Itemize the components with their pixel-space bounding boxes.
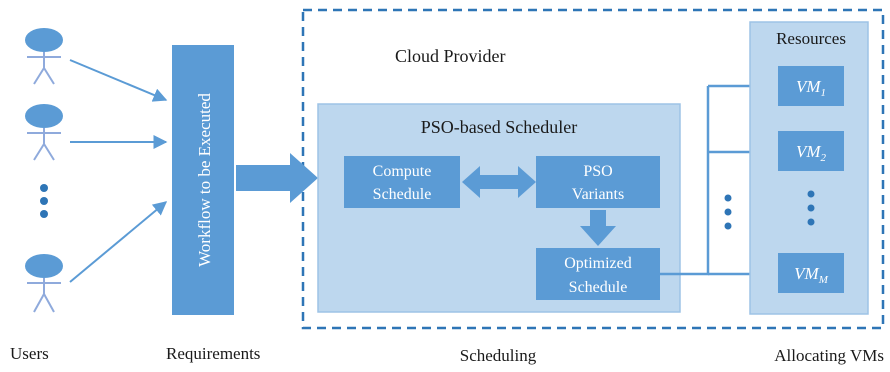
compute-schedule-line2: Schedule bbox=[373, 186, 432, 203]
workflow-to-scheduler-arrow bbox=[236, 153, 318, 203]
users-ellipsis-icon bbox=[40, 184, 48, 218]
user-head-icon bbox=[25, 254, 63, 278]
vmm-box bbox=[778, 253, 844, 293]
user-figure-1 bbox=[25, 28, 63, 85]
caption-users: Users bbox=[10, 344, 49, 363]
user-arrow-3 bbox=[69, 201, 168, 283]
user-figure-2 bbox=[25, 104, 63, 161]
optimized-schedule-box bbox=[536, 248, 660, 300]
pso-variants-line1: PSO bbox=[583, 163, 612, 180]
pso-to-optimized-arrow bbox=[580, 210, 616, 246]
vm2-box bbox=[778, 131, 844, 171]
optimized-schedule-line1: Optimized bbox=[564, 255, 632, 272]
user-head-icon bbox=[25, 28, 63, 52]
workflow-label: Workflow to be Executed bbox=[195, 93, 214, 267]
cloud-provider-label: Cloud Provider bbox=[395, 46, 506, 66]
compute-schedule-box bbox=[344, 156, 460, 208]
vm2-label: VM2 bbox=[796, 142, 827, 164]
pso-scheduler-title: PSO-based Scheduler bbox=[421, 117, 577, 137]
caption-scheduling: Scheduling bbox=[460, 346, 537, 365]
workflow-box bbox=[172, 45, 234, 315]
vmm-label: VMM bbox=[794, 264, 829, 286]
compute-schedule-line1: Compute bbox=[373, 163, 432, 180]
connector-ellipsis-icon bbox=[724, 194, 732, 230]
pso-variants-line2: Variants bbox=[572, 186, 624, 203]
optimized-schedule-line2: Schedule bbox=[569, 279, 628, 296]
pso-variants-box bbox=[536, 156, 660, 208]
caption-allocating-vms: Allocating VMs bbox=[774, 346, 884, 365]
vm1-box bbox=[778, 66, 844, 106]
user-head-icon bbox=[25, 104, 63, 128]
compute-pso-double-arrow bbox=[462, 166, 536, 198]
vm1-label: VM1 bbox=[796, 77, 826, 99]
user-arrow-1 bbox=[69, 59, 168, 102]
caption-requirements: Requirements bbox=[166, 344, 260, 363]
resources-label: Resources bbox=[776, 29, 846, 48]
user-figure-3 bbox=[25, 254, 63, 313]
vm-ellipsis-icon bbox=[807, 190, 815, 226]
